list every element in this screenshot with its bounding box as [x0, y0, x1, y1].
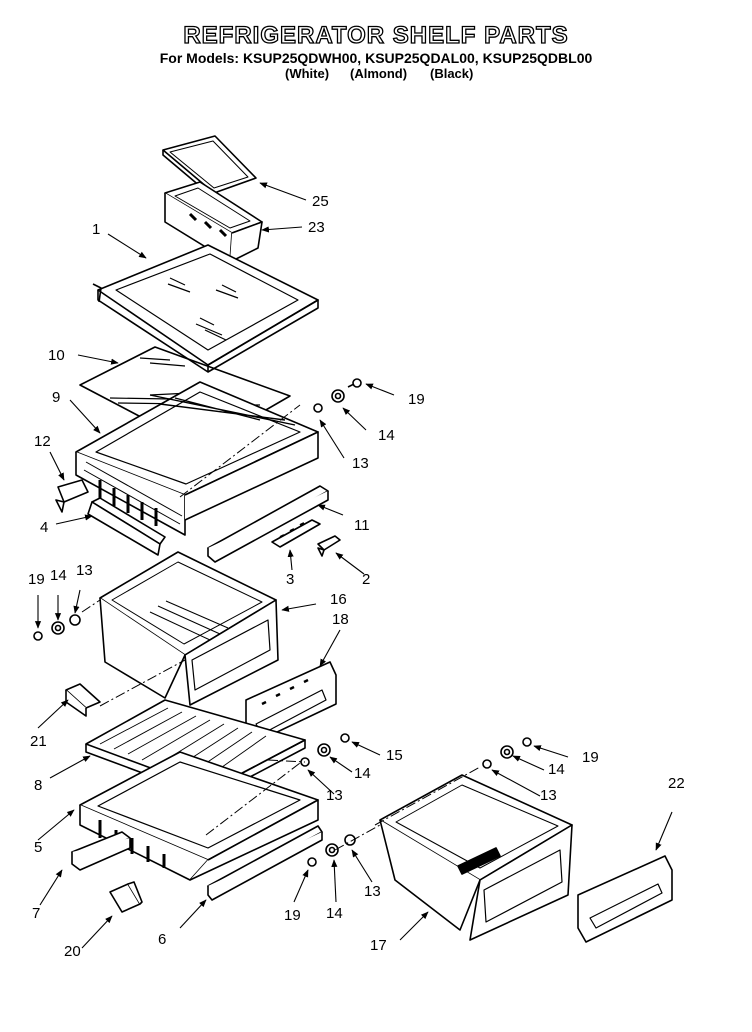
callout-9: 9: [52, 389, 60, 406]
callout-4: 4: [40, 519, 48, 536]
color-black: (Black): [430, 66, 474, 81]
crisper-frame-part: [75, 381, 319, 536]
callout-13a: 13: [352, 455, 369, 472]
small-bin-part: [164, 181, 263, 263]
callout-1: 1: [92, 221, 100, 238]
divider-clip-part: [65, 683, 101, 717]
label-strip-part: [271, 519, 321, 548]
lower-frame-part: [79, 751, 319, 881]
callout-7: 7: [32, 905, 40, 922]
callout-19c: 19: [582, 749, 599, 766]
callout-20: 20: [64, 943, 81, 960]
callout-19a: 19: [408, 391, 425, 408]
callout-23: 23: [308, 219, 325, 236]
alignment-lines: [81, 404, 481, 851]
callout-3: 3: [286, 571, 294, 588]
leader-arrows: [34, 182, 673, 949]
callout-14b: 14: [50, 567, 67, 584]
rail-left-part: [87, 497, 166, 556]
callout-12: 12: [34, 433, 51, 450]
clip-part: [55, 479, 89, 513]
callout-14e: 14: [326, 905, 343, 922]
glass-shelf-part: [92, 244, 319, 373]
callout-10: 10: [48, 347, 65, 364]
callout-5: 5: [34, 839, 42, 856]
callout-14a: 14: [378, 427, 395, 444]
diagram-title: REFRIGERATOR SHELF PARTS: [183, 21, 569, 49]
side-rail-part: [71, 831, 131, 871]
callout-13d: 13: [540, 787, 557, 804]
callout-13c: 13: [326, 787, 343, 804]
callout-13e: 13: [364, 883, 381, 900]
color-white: (White): [285, 66, 330, 81]
crisper-drawer-part: [99, 551, 279, 706]
callout-14d: 14: [548, 761, 565, 778]
right-drawer-part: [379, 774, 573, 941]
callout-17: 17: [370, 937, 387, 954]
callout-16: 16: [330, 591, 347, 608]
callout-22: 22: [668, 775, 685, 792]
model-list: For Models: KSUP25QDWH00, KSUP25QDAL00, …: [159, 50, 593, 66]
right-drawer-front-part: [577, 855, 673, 943]
callout-2: 2: [362, 571, 370, 588]
callout-14c: 14: [354, 765, 371, 782]
callout-6: 6: [158, 931, 166, 948]
callout-25: 25: [312, 193, 329, 210]
callout-21: 21: [30, 733, 47, 750]
callout-labels: 25 23 1 10 9 19 14 13 12 4 11 3 2 19 14 …: [28, 193, 685, 960]
front-rail-part: [207, 485, 329, 563]
callout-19b: 19: [28, 571, 45, 588]
color-almond: (Almond): [350, 66, 408, 81]
callout-13b: 13: [76, 562, 93, 579]
callout-19d: 19: [284, 907, 301, 924]
lower-clip-part: [109, 881, 143, 913]
callout-15: 15: [386, 747, 403, 764]
hardware-screws: [33, 378, 532, 867]
callout-8: 8: [34, 777, 42, 794]
small-bracket-part: [317, 535, 341, 557]
callout-11: 11: [354, 517, 370, 534]
callout-18: 18: [332, 611, 349, 628]
lower-front-rail-part: [207, 825, 323, 901]
